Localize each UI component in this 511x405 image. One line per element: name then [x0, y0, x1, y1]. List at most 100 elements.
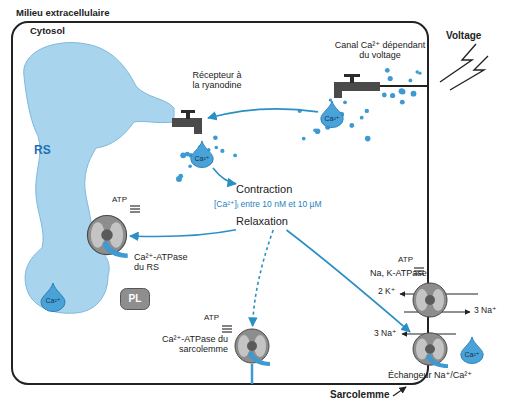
decor-part	[130, 211, 140, 212]
calcium-dot	[215, 146, 219, 150]
calcium-dot	[385, 68, 390, 73]
calcium-dot	[220, 149, 224, 153]
calcium-dot	[400, 100, 405, 105]
shape-part	[181, 110, 195, 113]
calcium-dot	[400, 89, 405, 94]
region-label: Voltage	[446, 30, 506, 41]
calcium-dot	[390, 93, 395, 98]
decor-part	[130, 208, 140, 209]
shape-part	[425, 344, 435, 354]
node-text: Échangeur Na⁺/Ca²⁺	[388, 370, 498, 380]
node-text: Ca²⁺	[188, 155, 216, 163]
decor-part	[222, 331, 232, 332]
shape-part	[121, 289, 150, 310]
atp-label: ATP	[112, 196, 142, 205]
drop-outline	[188, 140, 216, 168]
pointer-arrow	[393, 387, 406, 396]
process-text: Relaxation	[236, 214, 316, 230]
ion-label: 3 Na⁺	[474, 306, 510, 316]
flow-arrow	[287, 230, 411, 332]
calcium-drop: Ca²⁺	[458, 336, 486, 364]
flow-arrow	[130, 230, 236, 237]
ion-label: 2 K⁺	[378, 287, 408, 297]
shape-part	[334, 90, 342, 98]
reticulum-blob: RS Ca²⁺	[16, 36, 176, 316]
tapR-outline	[172, 110, 208, 136]
pumpCa-outline	[232, 326, 272, 366]
pumpCa-outline	[84, 212, 130, 258]
calcium-dot	[233, 154, 237, 158]
calcium-dot	[388, 76, 393, 81]
calcium-dot	[382, 93, 387, 98]
calcium-dot	[302, 137, 306, 141]
tapL-outline	[328, 74, 380, 100]
atp-label: ATP	[398, 256, 428, 265]
node-text: Canal Ca²⁺ dépendant du voltage	[332, 40, 428, 60]
calcium-dot	[188, 165, 192, 169]
calcium-dot	[416, 70, 419, 73]
shape-part	[426, 354, 448, 368]
calcium-dot	[176, 176, 182, 182]
node-text: Contraction	[236, 183, 316, 195]
calcium-pump: Ca²⁺-ATPase du sarcolemme	[232, 326, 272, 366]
node-text: Ca²⁺	[38, 297, 68, 305]
drop-outline	[458, 336, 486, 364]
voltage-bolt	[450, 56, 488, 90]
shape-part	[334, 82, 380, 91]
voltage-channel: Canal Ca²⁺ dépendant du voltage	[328, 74, 380, 100]
shape-part	[101, 229, 113, 241]
flow-arrow	[208, 109, 318, 118]
shape-part	[102, 241, 127, 258]
calcium-dot	[411, 91, 417, 97]
concentration-note: [Ca²⁺]ᵢ entre 10 nM et 10 µM	[214, 200, 364, 210]
shape-part	[461, 337, 483, 364]
node-text: Ca²⁺-ATPase du sarcolemme	[154, 334, 228, 354]
node-text: Na, K-ATPase	[370, 268, 442, 278]
shape-part	[172, 118, 202, 127]
flow-arrow	[213, 168, 236, 184]
calcium-dot	[298, 109, 302, 113]
shape-part	[191, 141, 213, 168]
calcium-dot	[365, 136, 371, 142]
shape-part	[344, 74, 360, 77]
exchanger-pump: Échangeur Na⁺/Ca²⁺	[410, 330, 450, 368]
ryanodine-receptor: Récepteur à la ryanodine	[172, 110, 208, 136]
node-text: Ca²⁺	[318, 115, 346, 123]
ion-label: 3 Na⁺	[374, 329, 404, 339]
calcium-drop: Ca²⁺	[318, 100, 346, 128]
region-label: Sarcolemme	[330, 389, 410, 400]
node-text: Relaxation	[236, 215, 316, 227]
atp-label: ATP	[204, 314, 234, 323]
calcium-dot	[185, 152, 190, 157]
pump-stem	[251, 364, 254, 384]
calcium-drop: Ca²⁺	[188, 140, 216, 168]
process-text: Contraction	[236, 182, 316, 198]
calcium-drop: Ca²⁺	[38, 282, 68, 312]
phospholamban-box: PL	[120, 288, 150, 310]
node-text: Récepteur à la ryanodine	[190, 70, 244, 90]
membrane-segment	[378, 85, 428, 87]
calcium-dot	[213, 135, 218, 140]
shape-part	[321, 101, 343, 128]
calcium-dot	[360, 116, 364, 120]
node-text: Ca²⁺	[458, 351, 486, 359]
calcium-pump: Ca²⁺-ATPase du RS	[84, 212, 130, 258]
blob-outline	[16, 36, 176, 316]
calcium-dot	[409, 79, 413, 83]
flow-arrow	[253, 230, 274, 326]
calcium-dot	[343, 100, 347, 104]
shape-part	[248, 351, 270, 366]
decor-part	[130, 205, 140, 206]
pumpNa-outline	[410, 280, 450, 320]
node-text: Ca²⁺-ATPase du RS	[134, 252, 196, 272]
node-text: PL	[120, 293, 150, 304]
shape-part	[413, 283, 447, 317]
drop-outline	[318, 100, 346, 128]
calcium-dot	[349, 123, 354, 128]
decor-part	[222, 328, 232, 329]
node-text: RS	[34, 144, 64, 157]
calcium-dot	[399, 88, 405, 94]
